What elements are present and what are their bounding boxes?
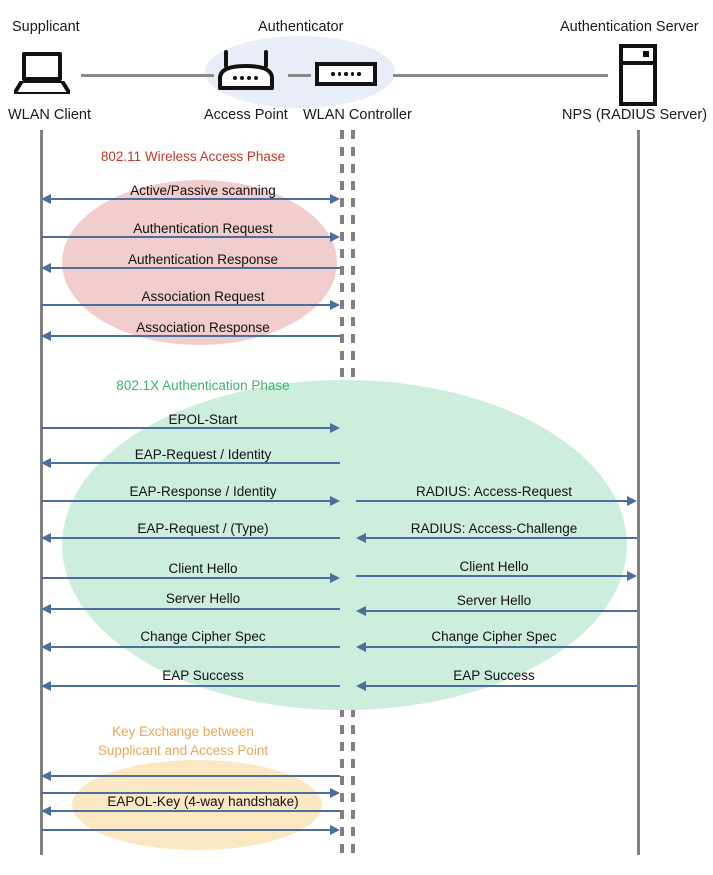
lifeline-supplicant [40, 130, 43, 855]
arrowhead-left [41, 331, 51, 341]
lifeline-authentication-server [637, 130, 640, 855]
arrowhead-left [41, 194, 51, 204]
wire-client-to-ap [81, 74, 214, 77]
phase-title-dot1x: 802.1X Authentication Phase [116, 378, 290, 393]
arrowhead-left [41, 604, 51, 614]
message-line [41, 829, 330, 831]
arrowhead-right [330, 423, 340, 433]
message-label-association-response: Association Response [136, 320, 270, 335]
message-label-eapol-key-4way-handshake: EAPOL-Key (4-way handshake) [107, 794, 299, 809]
arrowhead-left [41, 771, 51, 781]
access-point-glyph [218, 50, 274, 90]
arrowhead-right [330, 194, 340, 204]
arrowhead-right [627, 571, 637, 581]
wlan-controller-icon [315, 62, 377, 86]
actor-name-wlan-client: WLAN Client [8, 107, 91, 123]
message-label-server-hello-right: Server Hello [456, 593, 532, 608]
message-line [41, 500, 330, 502]
arrowhead-right [330, 232, 340, 242]
phase-ellipse-dot1x [62, 380, 627, 710]
message-line [356, 575, 627, 577]
arrowhead-left [356, 533, 366, 543]
arrowhead-left [41, 263, 51, 273]
message-label-eap-request-identity: EAP-Request / Identity [134, 447, 272, 462]
arrowhead-right [330, 496, 340, 506]
arrowhead-left [41, 533, 51, 543]
message-label-radius-access-challenge: RADIUS: Access-Challenge [410, 521, 578, 536]
message-line [51, 646, 340, 648]
message-label-authentication-request: Authentication Request [133, 221, 273, 236]
phase-ellipse-wireless [62, 180, 337, 345]
arrowhead-right [627, 496, 637, 506]
message-label-change-cipher-spec-left: Change Cipher Spec [140, 629, 266, 644]
message-label-epol-start: EPOL-Start [168, 412, 238, 427]
message-line [356, 500, 627, 502]
message-label-client-hello-right: Client Hello [459, 559, 529, 574]
arrowhead-right [330, 825, 340, 835]
message-line [51, 267, 340, 269]
arrowhead-left [356, 681, 366, 691]
message-label-eap-request-type: EAP-Request / (Type) [137, 521, 269, 536]
message-line [366, 610, 637, 612]
message-label-association-request: Association Request [141, 289, 265, 304]
laptop-icon [14, 52, 70, 94]
actor-role-authenticator: Authenticator [258, 19, 344, 35]
phase-title-keyexchange-line1: Key Exchange between [112, 724, 254, 739]
message-line [51, 462, 340, 464]
message-line [51, 775, 340, 777]
message-label-client-hello-left: Client Hello [168, 561, 238, 576]
message-line [41, 304, 330, 306]
actor-name-nps-radius-server: NPS (RADIUS Server) [562, 107, 708, 123]
access-point-icon [217, 50, 275, 92]
message-line [51, 810, 340, 812]
message-label-eap-success-left: EAP Success [162, 668, 244, 683]
message-line [51, 335, 340, 337]
message-line [51, 608, 340, 610]
server-icon [619, 44, 657, 106]
actor-role-supplicant: Supplicant [12, 19, 80, 35]
laptop-base-icon [14, 81, 70, 94]
arrowhead-left [356, 606, 366, 616]
message-line [41, 236, 330, 238]
message-line [366, 685, 637, 687]
phase-title-keyexchange: Key Exchange between Supplicant and Acce… [98, 722, 268, 760]
actor-role-authentication-server: Authentication Server [560, 19, 699, 35]
message-label-authentication-response: Authentication Response [127, 252, 279, 267]
arrowhead-left [41, 806, 51, 816]
message-line [366, 537, 637, 539]
arrowhead-right [330, 573, 340, 583]
arrowhead-right [330, 788, 340, 798]
message-line [51, 685, 340, 687]
message-label-server-hello-left: Server Hello [165, 591, 241, 606]
arrowhead-right [330, 300, 340, 310]
phase-title-keyexchange-line2: Supplicant and Access Point [97, 743, 269, 758]
message-line [41, 577, 330, 579]
actor-name-access-point: Access Point [204, 107, 288, 123]
message-line [366, 646, 637, 648]
arrowhead-left [41, 458, 51, 468]
message-label-eap-success-right: EAP Success [453, 668, 535, 683]
wire-ap-to-controller [288, 74, 311, 77]
arrowhead-left [356, 642, 366, 652]
message-line [41, 792, 330, 794]
message-label-active-passive-scanning: Active/Passive scanning [130, 183, 276, 198]
message-label-eap-response-identity: EAP-Response / Identity [129, 484, 277, 499]
arrowhead-left [41, 642, 51, 652]
message-label-change-cipher-spec-right: Change Cipher Spec [431, 629, 557, 644]
message-line [51, 537, 340, 539]
phase-title-wireless: 802.11 Wireless Access Phase [100, 149, 286, 164]
arrowhead-left [41, 681, 51, 691]
message-line [41, 427, 330, 429]
message-line [51, 198, 330, 200]
message-label-radius-access-request: RADIUS: Access-Request [415, 484, 573, 499]
actor-name-wlan-controller: WLAN Controller [303, 107, 412, 123]
wire-controller-to-server [393, 74, 608, 77]
